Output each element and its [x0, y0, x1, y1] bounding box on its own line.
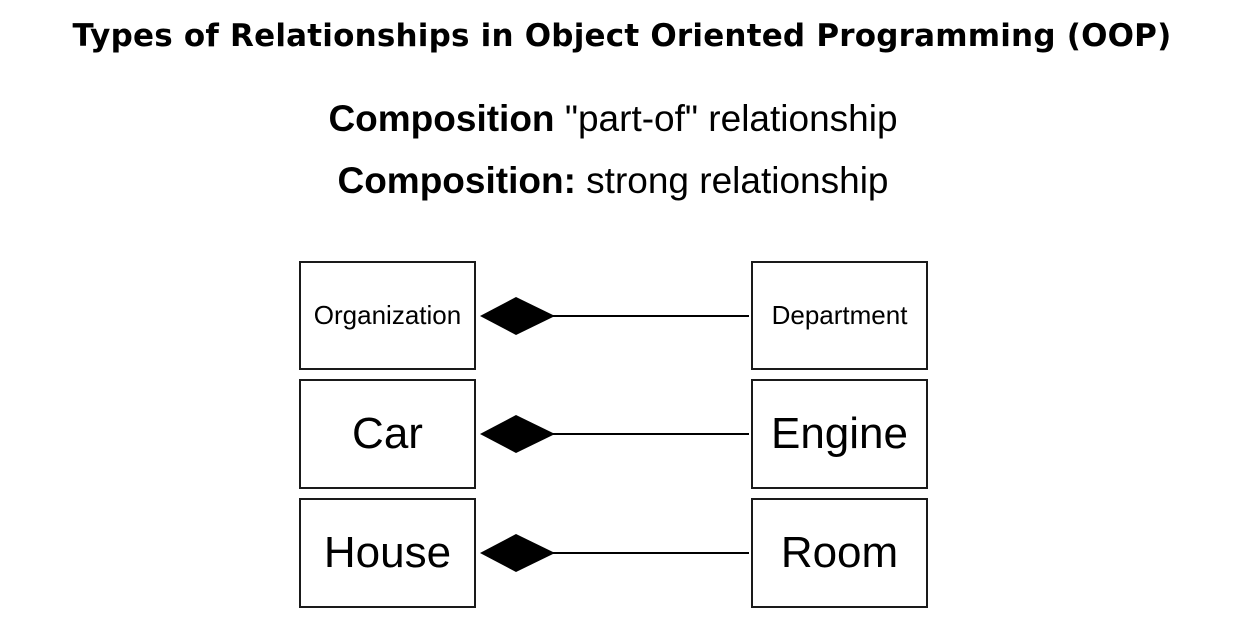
composition-diamond [480, 415, 555, 453]
subtitle-bold-term: Composition: [337, 160, 576, 201]
class-box-house: House [299, 498, 476, 608]
class-box-room: Room [751, 498, 928, 608]
class-box-organization: Organization [299, 261, 476, 370]
subtitle-composition-strong: Composition: strong relationship [0, 160, 1226, 202]
composition-diamond [480, 297, 555, 335]
subtitle-description: "part-of" relationship [554, 98, 898, 139]
class-box-engine: Engine [751, 379, 928, 489]
subtitle-composition-part-of: Composition "part-of" relationship [0, 98, 1226, 140]
subtitle-description: strong relationship [575, 160, 889, 201]
subtitle-bold-term: Composition [328, 98, 555, 139]
composition-diamond [480, 534, 555, 572]
class-box-department: Department [751, 261, 928, 370]
class-box-car: Car [299, 379, 476, 489]
page-title: Types of Relationships in Object Oriente… [72, 18, 1172, 54]
